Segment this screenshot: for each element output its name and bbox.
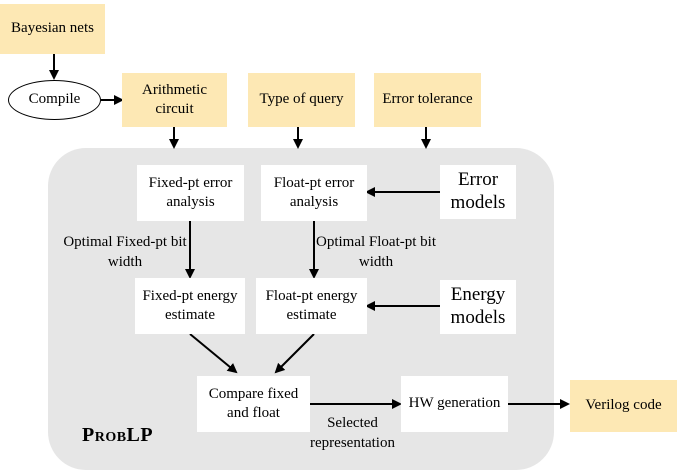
fixed-energy-estimate-label: Fixed-pt energy estimate bbox=[142, 287, 238, 324]
fixed-error-analysis-label: Fixed-pt error analysis bbox=[148, 174, 233, 211]
hw-generation-box: HW generation bbox=[401, 376, 508, 432]
compare-fixed-float-label: Compare fixed and float bbox=[208, 385, 299, 422]
fixed-error-analysis-box: Fixed-pt error analysis bbox=[137, 165, 244, 221]
fixed-energy-estimate-box: Fixed-pt energy estimate bbox=[135, 278, 245, 334]
error-tolerance-label: Error tolerance bbox=[382, 91, 473, 108]
error-models-label: Error models bbox=[450, 169, 506, 213]
energy-models-label: Energy models bbox=[450, 284, 506, 328]
float-error-analysis-label: Float-pt error analysis bbox=[273, 174, 355, 211]
type-of-query-box: Type of query bbox=[248, 73, 355, 127]
error-tolerance-box: Error tolerance bbox=[374, 73, 481, 127]
energy-models-box: Energy models bbox=[440, 280, 516, 334]
compare-fixed-float-box: Compare fixed and float bbox=[197, 376, 310, 432]
float-error-analysis-box: Float-pt error analysis bbox=[261, 165, 367, 221]
compile-ellipse: Compile bbox=[8, 80, 101, 120]
bayesian-nets-label: Bayesian nets bbox=[11, 20, 94, 37]
optimal-float-bitwidth-label: Optimal Float-pt bit width bbox=[316, 234, 436, 270]
verilog-code-box: Verilog code bbox=[570, 380, 677, 432]
arrow-fixed-energy-to-compare bbox=[189, 333, 238, 374]
verilog-code-label: Verilog code bbox=[585, 397, 662, 414]
selected-representation-label: Selected representation bbox=[310, 415, 395, 451]
error-models-box: Error models bbox=[440, 165, 516, 219]
hw-generation-label: HW generation bbox=[408, 395, 501, 412]
bayesian-nets-box: Bayesian nets bbox=[0, 4, 105, 54]
arithmetic-circuit-label: Arithmetic circuit bbox=[142, 81, 207, 118]
panel-title: ProbLP bbox=[82, 424, 153, 447]
float-energy-estimate-box: Float-pt energy estimate bbox=[256, 278, 367, 334]
optimal-fixed-bitwidth-label: Optimal Fixed-pt bit width bbox=[63, 234, 187, 270]
panel-title-text: ProbLP bbox=[82, 424, 154, 446]
float-energy-estimate-label: Float-pt energy estimate bbox=[265, 287, 358, 324]
arrow-float-energy-to-compare bbox=[274, 333, 315, 374]
type-of-query-label: Type of query bbox=[259, 91, 344, 108]
arithmetic-circuit-box: Arithmetic circuit bbox=[122, 73, 227, 127]
compile-label: Compile bbox=[28, 91, 81, 108]
